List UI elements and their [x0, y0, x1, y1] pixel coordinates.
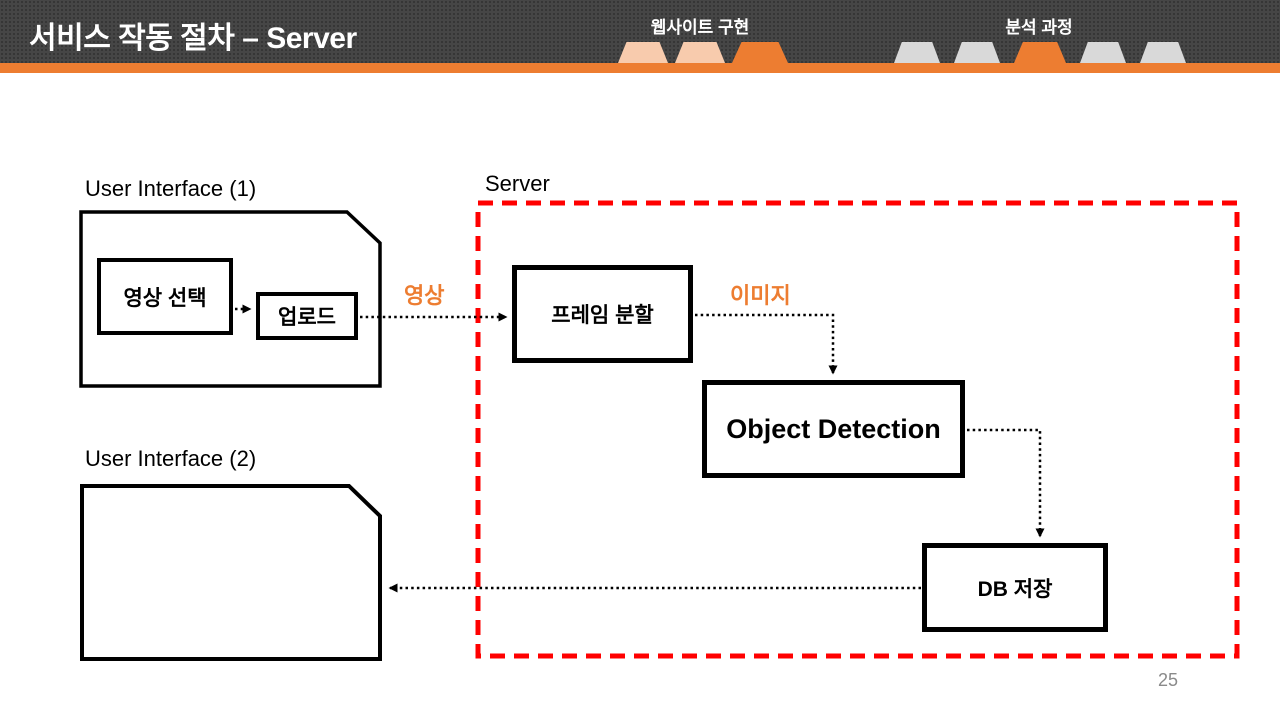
progress-step-gray [1140, 42, 1186, 63]
progress-group-label-analysis: 분석 과정 [1005, 18, 1073, 37]
arrow-frame-to-od [695, 313, 838, 375]
header-bar: 서비스 작동 절차 – Server 웹사이트 구현 분석 과정 [0, 0, 1280, 63]
accent-bar [0, 63, 1280, 73]
progress-step-orange [1014, 42, 1066, 63]
ui2-outline [80, 484, 382, 661]
node-frame-split: 프레임 분할 [512, 265, 693, 363]
ui2-label: User Interface (2) [85, 446, 257, 471]
node-db-store: DB 저장 [922, 543, 1108, 632]
server-label: Server [485, 171, 550, 196]
server-boundary [475, 200, 1240, 659]
edge-label-image: 이미지 [730, 283, 791, 308]
progress-steps-analysis [894, 42, 1186, 63]
progress-step-gray [894, 42, 940, 63]
node-object-detection: Object Detection [702, 380, 965, 478]
progress-step-orange [732, 42, 788, 63]
progress-step-gray [954, 42, 1000, 63]
progress-step-peach [618, 42, 668, 63]
progress-step-peach [675, 42, 725, 63]
progress-step-gray [1080, 42, 1126, 63]
progress-group-label-website: 웹사이트 구현 [650, 18, 750, 37]
arrow-od-to-db [967, 428, 1045, 538]
page-number: 25 [1158, 670, 1179, 690]
progress-steps-website [618, 42, 788, 63]
edge-label-video: 영상 [404, 283, 445, 308]
ui1-label: User Interface (1) [85, 176, 257, 201]
node-upload: 업로드 [256, 292, 358, 340]
slide-title: 서비스 작동 절차 – Server [29, 22, 357, 55]
node-video-select: 영상 선택 [97, 258, 233, 335]
